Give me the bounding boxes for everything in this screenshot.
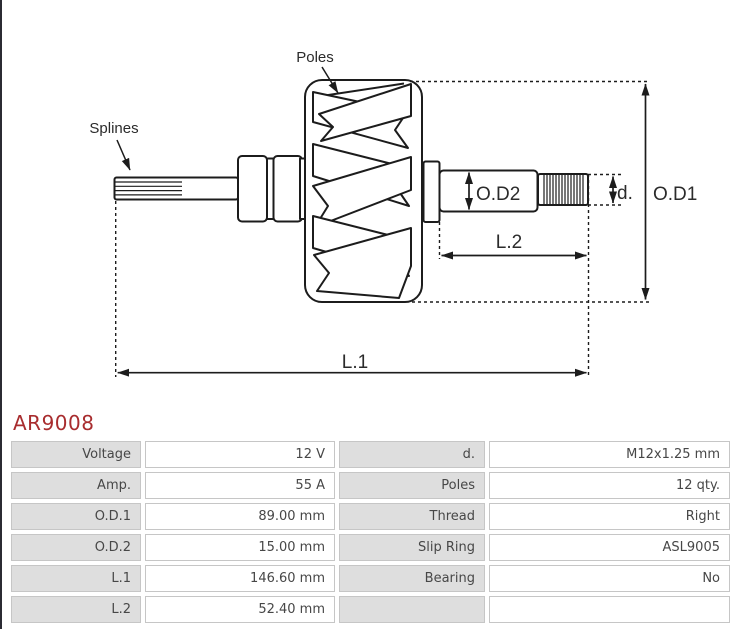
spec-value-cell: M12x1.25 mm	[489, 441, 730, 468]
l2-label: L.2	[496, 232, 522, 253]
spec-label-cell: L.2	[11, 596, 141, 623]
spec-label-cell: L.1	[11, 565, 141, 592]
spec-label-cell: Thread	[339, 503, 485, 530]
spec-value-cell	[489, 596, 730, 623]
table-row: L.2 52.40 mm	[11, 596, 730, 623]
poles-callout-label: Poles	[296, 49, 334, 66]
table-row: Amp. 55 A Poles 12 qty.	[11, 472, 730, 499]
claw-left-3	[313, 227, 412, 299]
rotor-technical-drawing: O.D1 O.D2 d. L.2 L.1 Poles Splines	[89, 49, 697, 377]
splines-callout-label: Splines	[89, 120, 138, 137]
collar-right	[272, 155, 303, 223]
spec-label-cell: Poles	[339, 472, 485, 499]
spec-value-cell: 15.00 mm	[145, 534, 335, 561]
claw-left-1	[318, 83, 412, 142]
thread-hatch-lines	[543, 174, 584, 205]
spec-value-cell: Right	[489, 503, 730, 530]
table-row: L.1 146.60 mm Bearing No	[11, 565, 730, 592]
spec-value-cell: 12 V	[145, 441, 335, 468]
spec-label-cell: Slip Ring	[339, 534, 485, 561]
l1-label: L.1	[342, 352, 368, 373]
callouts: Poles Splines	[89, 49, 339, 171]
spec-value-cell: ASL9005	[489, 534, 730, 561]
d-label: d.	[617, 183, 633, 204]
spec-label-cell: Bearing	[339, 565, 485, 592]
spec-value-cell: No	[489, 565, 730, 592]
spec-label-cell: Voltage	[11, 441, 141, 468]
poles-callout-arrow	[321, 66, 339, 94]
spec-value-cell: 12 qty.	[489, 472, 730, 499]
spline-shaft	[113, 176, 239, 201]
spec-value-cell: 55 A	[145, 472, 335, 499]
spec-label-cell: O.D.1	[11, 503, 141, 530]
splines-callout-arrow	[116, 139, 131, 171]
spec-value-cell: 146.60 mm	[145, 565, 335, 592]
spec-label-cell: Amp.	[11, 472, 141, 499]
slip-ring-collar	[422, 160, 441, 223]
spec-value-cell: 52.40 mm	[145, 596, 335, 623]
od2-label: O.D2	[476, 184, 520, 205]
spec-label-cell: d.	[339, 441, 485, 468]
dimension-lines: O.D1 O.D2 d. L.2 L.1	[115, 80, 697, 377]
table-row: Voltage 12 V d. M12x1.25 mm	[11, 441, 730, 468]
od1-label: O.D1	[653, 184, 697, 205]
spec-table: Voltage 12 V d. M12x1.25 mm Amp. 55 A Po…	[7, 437, 734, 627]
rotor-shape	[113, 79, 589, 303]
collar-left	[237, 155, 268, 223]
part-number: AR9008	[13, 411, 95, 435]
window-left-edge	[0, 0, 2, 629]
spec-label-cell	[339, 596, 485, 623]
table-row: O.D.1 89.00 mm Thread Right	[11, 503, 730, 530]
claw-left-2	[312, 156, 412, 228]
table-row: O.D.2 15.00 mm Slip Ring ASL9005	[11, 534, 730, 561]
spec-label-cell: O.D.2	[11, 534, 141, 561]
spline-hatch-lines	[115, 181, 182, 196]
spec-value-cell: 89.00 mm	[145, 503, 335, 530]
claw-poles	[312, 82, 412, 299]
